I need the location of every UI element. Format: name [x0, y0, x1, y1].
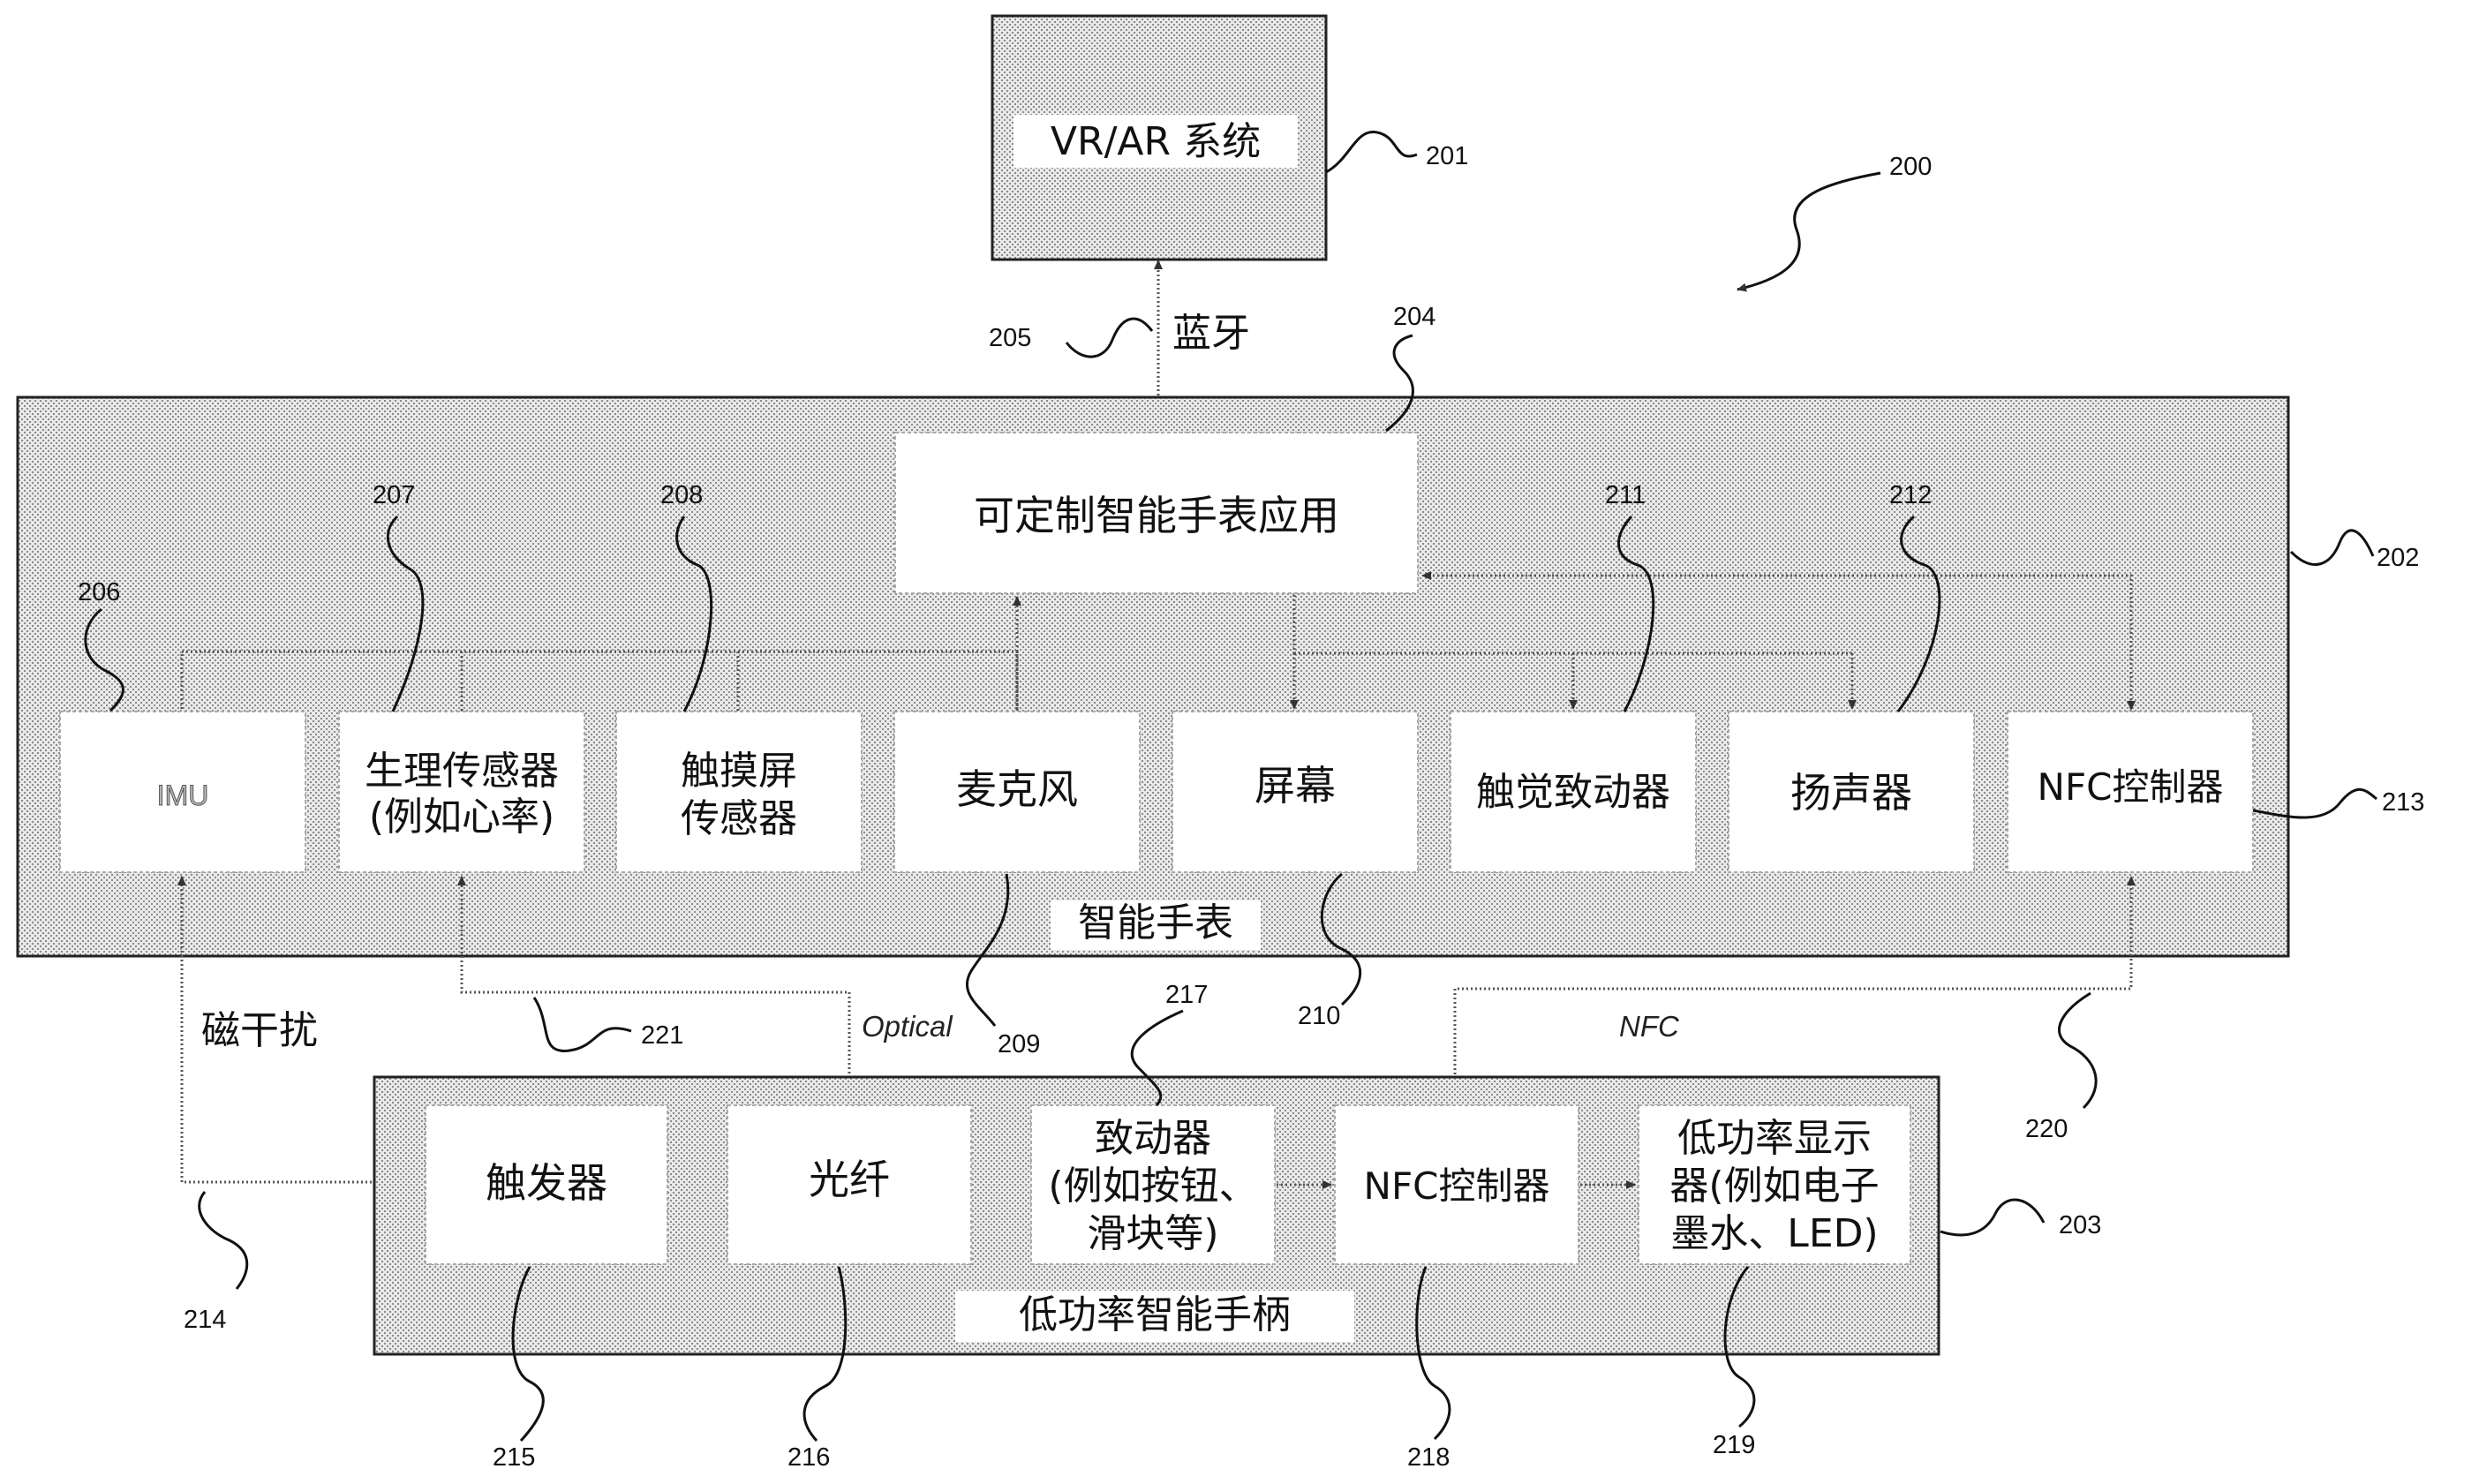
vr-system-label: VR/AR 系统	[1051, 119, 1261, 164]
physio-sensor-line2: (例如心率)	[369, 795, 554, 840]
smartwatch-leader	[2289, 529, 2375, 566]
nfc-app-link	[1421, 571, 2136, 711]
figure-pointer	[1737, 171, 1881, 292]
fiber-ref: 216	[787, 1443, 830, 1472]
microphone-leader	[965, 873, 1010, 1027]
microphone-label: 麦克风	[956, 765, 1078, 813]
display-box	[1638, 1104, 1911, 1265]
magnetic-ref: 214	[184, 1306, 226, 1334]
display-line3: 墨水、LED)	[1670, 1211, 1878, 1256]
app-label: 可定制智能手表应用	[974, 492, 1339, 539]
vr-system-ref: 201	[1426, 142, 1468, 170]
actuator-leader	[1130, 1009, 1184, 1106]
actuator-line3: 滑块等)	[1087, 1211, 1218, 1256]
display-line2: 器(例如电子	[1669, 1164, 1879, 1209]
physio-sensor-box	[338, 711, 585, 873]
controller-leader	[1940, 1198, 2046, 1237]
bluetooth-label: 蓝牙	[1172, 311, 1250, 356]
nfc-link	[1450, 876, 2136, 1107]
nfc-controller-label: NFC控制器	[2038, 765, 2224, 809]
touch-sensor-line2: 传感器	[681, 796, 797, 841]
trigger-ref: 215	[493, 1443, 535, 1472]
bluetooth-ref: 205	[989, 324, 1031, 352]
magnetic-label: 磁干扰	[201, 1008, 318, 1053]
nfc-controller-box	[2007, 711, 2254, 873]
fiber-label: 光纤	[809, 1156, 890, 1203]
display-leader	[1723, 1266, 1756, 1428]
optical-ref: 221	[641, 1021, 683, 1050]
nfc-link-leader	[2058, 991, 2098, 1110]
controller-nfc-box	[1334, 1104, 1579, 1265]
app-box	[894, 432, 1419, 594]
nfc-controller-leader	[2252, 787, 2377, 819]
controller-nfc-ref: 218	[1407, 1443, 1450, 1472]
controller-ref: 203	[2059, 1211, 2101, 1239]
smartwatch-label-bg	[1051, 900, 1261, 950]
touch-sensor-ref: 208	[660, 481, 703, 509]
screen-box	[1172, 711, 1419, 873]
speaker-label: 扬声器	[1790, 769, 1912, 817]
nfc-link-ref: 220	[2025, 1115, 2068, 1143]
haptic-actuator-leader	[1617, 515, 1655, 712]
nfc-link-label: NFC	[1619, 1010, 1680, 1043]
actuator-ref: 217	[1165, 981, 1208, 1009]
fiber-box	[727, 1104, 972, 1265]
screen-label: 屏幕	[1255, 762, 1336, 810]
nfc-controller-ref: 213	[2382, 788, 2424, 817]
microphone-ref: 209	[998, 1030, 1040, 1058]
optical-leader	[532, 997, 632, 1052]
touch-sensor-leader	[675, 516, 713, 712]
actuator-line1: 致动器	[1095, 1116, 1211, 1161]
controller-label: 低功率智能手柄	[1019, 1292, 1291, 1337]
fiber-leader	[802, 1266, 848, 1443]
vr-system-label-bg	[1013, 115, 1298, 168]
haptic-actuator-label: 触觉致动器	[1476, 770, 1670, 815]
display-line1: 低功率显示	[1677, 1116, 1872, 1161]
speaker-leader	[1896, 515, 1941, 712]
speaker-box	[1728, 711, 1975, 873]
haptic-actuator-box	[1450, 711, 1697, 873]
touch-sensor-line1: 触摸屏	[681, 749, 797, 794]
controller-nfc-label: NFC控制器	[1364, 1164, 1550, 1208]
optical-link	[457, 876, 851, 1109]
imu-label: IMU	[157, 780, 209, 811]
magnetic-link	[177, 876, 376, 1184]
controller-nfc-leader	[1415, 1266, 1451, 1441]
imu-leader	[84, 607, 124, 712]
screen-ref: 210	[1298, 1002, 1340, 1030]
physio-sensor-line1: 生理传感器	[365, 749, 559, 794]
imu-ref: 206	[78, 578, 120, 606]
bluetooth-leader	[1065, 317, 1154, 358]
physio-sensor-leader	[386, 515, 425, 712]
microphone-box	[893, 711, 1141, 873]
imu-box	[59, 711, 306, 873]
controller-label-bg	[955, 1291, 1354, 1342]
app-ref: 204	[1393, 303, 1435, 331]
optical-label: Optical	[862, 1010, 953, 1043]
magnetic-leader	[198, 1191, 249, 1290]
haptic-actuator-ref: 211	[1605, 481, 1646, 509]
smartwatch-label: 智能手表	[1078, 900, 1233, 945]
trigger-label: 触发器	[486, 1159, 607, 1207]
actuator-line2: (例如按钮、	[1048, 1164, 1257, 1209]
display-ref: 219	[1713, 1431, 1755, 1459]
screen-leader	[1321, 872, 1362, 1006]
app-leader	[1385, 334, 1414, 433]
actuator-box	[1030, 1104, 1276, 1265]
figure-ref: 200	[1889, 153, 1932, 181]
touch-sensor-box	[615, 711, 863, 873]
smartwatch-ref: 202	[2377, 544, 2419, 572]
physio-sensor-ref: 207	[373, 481, 415, 509]
trigger-leader	[511, 1266, 545, 1443]
trigger-box	[425, 1104, 668, 1265]
speaker-ref: 212	[1889, 481, 1932, 509]
vr-system-leader	[1325, 131, 1418, 174]
